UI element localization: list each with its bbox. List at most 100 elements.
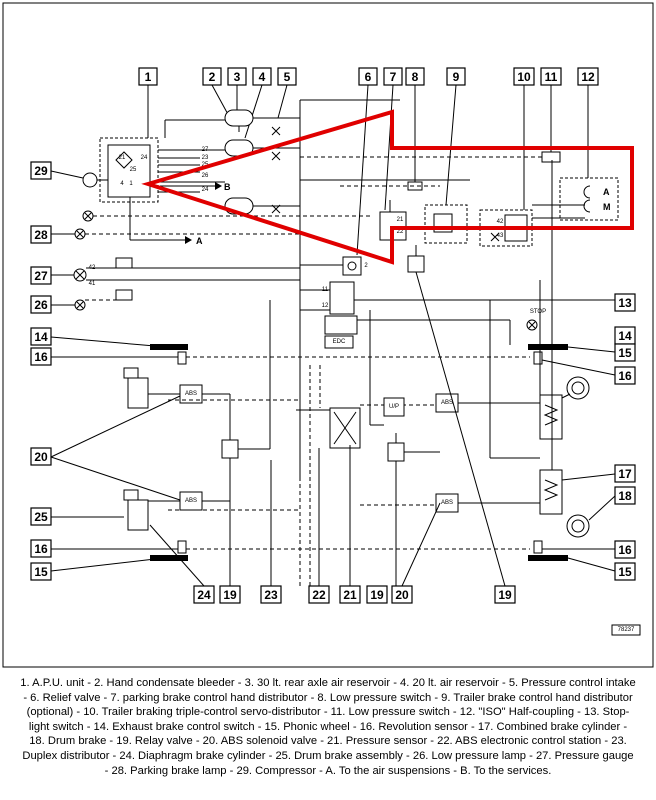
svg-text:28: 28 [34, 228, 48, 242]
parking-brake-lamp [51, 228, 300, 240]
compressor [50, 170, 108, 188]
svg-text:ABS: ABS [185, 391, 197, 397]
figure-number: 78237 [611, 624, 641, 636]
svg-text:U/P: U/P [389, 404, 399, 410]
abs-solenoid-valve-front-right: ABS [435, 393, 540, 413]
svg-text:9: 9 [453, 70, 460, 84]
svg-text:78237: 78237 [618, 627, 635, 633]
callout-14: 14 [614, 326, 636, 345]
svg-text:8: 8 [412, 70, 419, 84]
callout-5: 5 [277, 67, 297, 86]
callout-9: 9 [446, 67, 466, 86]
svg-text:16: 16 [618, 543, 632, 557]
svg-text:23: 23 [264, 588, 278, 602]
svg-text:7: 7 [390, 70, 397, 84]
callout-16-left-bottom: 16 [30, 539, 52, 558]
svg-text:11: 11 [322, 287, 329, 293]
svg-text:15: 15 [34, 565, 48, 579]
phonic-wheel-front-right [528, 344, 616, 353]
callout-20-bottom: 20 [391, 585, 413, 604]
svg-text:13: 13 [618, 296, 632, 310]
left-leader-lines [50, 395, 272, 587]
callout-15-left: 14 [30, 327, 52, 346]
callout-11: 11 [540, 67, 562, 86]
svg-text:26: 26 [202, 173, 209, 179]
svg-text:21: 21 [397, 217, 404, 223]
diaphragm-cylinder-front-left [123, 367, 149, 409]
svg-text:21: 21 [119, 155, 126, 161]
pressure-sensor: U/P [349, 310, 405, 586]
svg-text:14: 14 [34, 330, 48, 344]
iso-half-coupling: A M [532, 177, 619, 221]
callout-22: 22 [308, 585, 330, 604]
svg-text:17: 17 [618, 467, 632, 481]
drum-brake-assembly-rear-left [51, 489, 149, 531]
svg-text:26: 26 [34, 298, 48, 312]
svg-text:12: 12 [322, 303, 329, 309]
svg-text:2: 2 [209, 70, 216, 84]
callout-23: 23 [260, 585, 282, 604]
callout-15-left-bottom: 15 [30, 562, 52, 581]
combined-brake-cylinder-front [539, 376, 590, 440]
rear-feed-lines [415, 160, 553, 587]
callout-24: 24 [193, 585, 215, 604]
revolution-sensor-rear-left [51, 540, 530, 554]
drawing-frame [2, 2, 654, 668]
revolution-sensor-rear-right [533, 540, 615, 554]
svg-text:14: 14 [618, 329, 632, 343]
callout-4: 4 [252, 67, 272, 86]
svg-text:M: M [603, 202, 611, 212]
air-reservoir-30lt [224, 109, 254, 132]
revolution-sensor-front-right [533, 351, 616, 376]
output-a-to-suspensions: A [129, 197, 203, 246]
relay-valve-right [387, 433, 440, 586]
phonic-wheel-rear-right [528, 555, 616, 572]
svg-text:19: 19 [223, 588, 237, 602]
svg-text:1: 1 [145, 70, 152, 84]
svg-text:A: A [603, 187, 610, 197]
trailer-brake-hand-distributor [424, 204, 468, 244]
svg-text:21: 21 [343, 588, 357, 602]
svg-text:24: 24 [197, 588, 211, 602]
svg-text:11: 11 [545, 70, 558, 84]
callout-3: 3 [227, 67, 247, 86]
svg-text:27: 27 [202, 147, 209, 153]
svg-text:ABS: ABS [185, 498, 197, 504]
callout-16-right-bottom: 16 [614, 540, 636, 559]
callout-25: 25 [30, 507, 52, 526]
svg-text:B: B [224, 182, 231, 192]
svg-text:25: 25 [34, 510, 48, 524]
callout-12: 12 [577, 67, 599, 86]
revolution-sensor-front-left [51, 351, 530, 365]
stop-lamp: STOP [526, 309, 546, 331]
svg-text:24: 24 [141, 155, 148, 161]
svg-text:STOP: STOP [530, 309, 546, 315]
callout-29: 29 [30, 161, 52, 180]
svg-text:10: 10 [517, 70, 531, 84]
svg-text:3: 3 [234, 70, 241, 84]
callout-13: 13 [614, 293, 636, 312]
callout-8: 8 [405, 67, 425, 86]
callout-27: 27 [30, 266, 52, 285]
svg-text:1: 1 [129, 181, 133, 187]
low-pressure-switch-8 [340, 181, 440, 191]
brake-system-schematic: 1 2 3 4 5 6 7 8 9 10 11 12 29 28 27 26 1… [2, 2, 654, 668]
svg-text:22: 22 [397, 229, 404, 235]
abs-solenoid-valve-front-left: ABS [148, 384, 230, 404]
callout-1: 1 [138, 67, 158, 86]
callout-16-right: 16 [614, 366, 636, 385]
low-pressure-lamp [51, 289, 133, 311]
callout-10: 10 [513, 67, 535, 86]
low-pressure-lamps-top [82, 210, 370, 222]
callout-21: 21 [339, 585, 361, 604]
svg-text:15: 15 [618, 565, 632, 579]
svg-text:A: A [196, 236, 203, 246]
svg-text:20: 20 [395, 588, 409, 602]
svg-text:16: 16 [34, 350, 48, 364]
abs-solenoid-valve-rear-right: ABS [401, 493, 540, 587]
svg-text:12: 12 [581, 70, 595, 84]
callout-7: 7 [383, 67, 403, 86]
svg-text:15: 15 [618, 346, 632, 360]
callout-26: 26 [30, 295, 52, 314]
